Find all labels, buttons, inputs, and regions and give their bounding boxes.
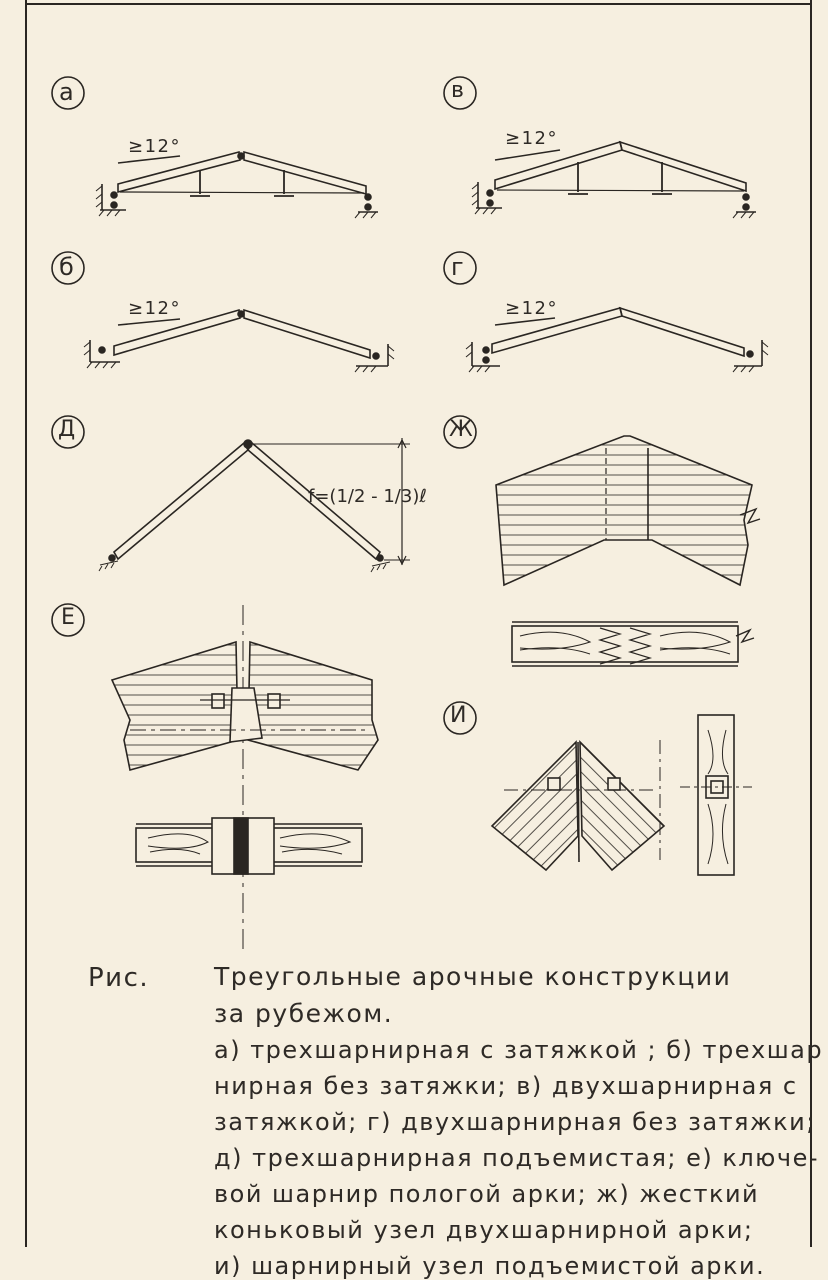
rafter-right-v <box>618 140 747 193</box>
support-right-b <box>354 344 395 373</box>
tie-a <box>119 191 365 194</box>
support-left-g <box>465 342 500 373</box>
caption-line-1: Треугольные арочные конструкции <box>214 962 732 991</box>
caption-line-5: затяжкой; г) двухшарнирная без затяжки; <box>214 1108 816 1136</box>
marker-circle-d <box>51 415 85 449</box>
diagram-g-two-hinged-no-tie <box>443 251 769 373</box>
right-member-i <box>579 740 666 872</box>
marker-circle-i <box>443 701 477 735</box>
support-right-g <box>732 340 769 373</box>
ridge-joint-body <box>495 435 753 587</box>
angle-label-a: ≥12° <box>128 136 181 157</box>
rise-formula: f=(1/2 - 1/3)ℓ <box>308 486 427 507</box>
tie-v <box>496 189 745 192</box>
marker-a: а <box>59 78 76 106</box>
sheet-border <box>0 0 828 1247</box>
drawing-sheet <box>0 0 828 1247</box>
caption-line-7: вой шарнир пологой арки; ж) жесткий <box>214 1180 760 1208</box>
marker-circle-e <box>51 603 85 637</box>
support-left-a <box>95 184 126 217</box>
finger-joint-plan <box>511 621 755 667</box>
marker-b: б <box>59 253 76 281</box>
rafter-left-b <box>113 308 241 357</box>
caption-prefix: Рис. <box>88 963 150 993</box>
angle-label-v: ≥12° <box>505 128 558 149</box>
support-left-v <box>471 182 502 215</box>
hinged-joint-section <box>680 714 752 876</box>
support-right-v <box>732 193 756 219</box>
support-right-a <box>354 193 378 219</box>
marker-g: г <box>451 253 466 281</box>
marker-circle-b <box>51 251 85 285</box>
diagram-i-hinged-joint <box>443 701 752 876</box>
key-wedge <box>229 687 263 743</box>
caption-line-4: нирная без затяжки; в) двухшарнирная с <box>214 1072 798 1100</box>
diagram-a-three-hinged-with-tie <box>51 76 378 219</box>
marker-circle-a <box>51 76 85 110</box>
marker-e: Е <box>61 605 77 630</box>
angle-indicator-v <box>494 149 561 161</box>
marker-circle-v <box>443 76 477 110</box>
diagram-d-three-hinged-high-rise <box>51 415 410 573</box>
marker-zh: Ж <box>449 417 475 442</box>
caption-line-6: д) трехшарнирная подъемистая; е) ключе- <box>214 1144 819 1172</box>
marker-circle-zh <box>443 415 477 449</box>
left-member-e <box>110 640 239 772</box>
angle-label-g: ≥12° <box>505 298 558 319</box>
diagram-b-three-hinged-no-tie <box>51 251 395 373</box>
caption-line-9: и) шарнирный узел подъемистой арки. <box>214 1252 766 1280</box>
support-left-b <box>83 340 120 369</box>
angle-label-b: ≥12° <box>128 298 181 319</box>
caption-line-8: коньковый узел двухшарнирной арки; <box>214 1216 754 1244</box>
caption-block: Треугольные арочные конструкции за рубеж… <box>214 964 828 1278</box>
diagram-e-key-hinge <box>51 603 379 955</box>
angle-indicator-g <box>494 317 556 326</box>
marker-circle-g <box>443 251 477 285</box>
diagram-v-two-hinged-with-tie <box>443 76 756 219</box>
caption-line-3: а) трехшарнирная с затяжкой ; б) трехшар… <box>214 1036 828 1064</box>
marker-i: И <box>450 703 468 728</box>
key-hinge-plan <box>135 817 363 875</box>
angle-indicator-a <box>117 155 181 164</box>
rafter-left-a <box>117 150 241 194</box>
marker-v: в <box>451 78 466 103</box>
rafter-right-g <box>618 306 745 358</box>
diagram-zh-rigid-ridge-joint <box>443 415 761 667</box>
caption-line-2: за рубежом. <box>214 999 394 1028</box>
marker-d: Д <box>58 417 77 442</box>
angle-indicator-b <box>117 318 181 326</box>
